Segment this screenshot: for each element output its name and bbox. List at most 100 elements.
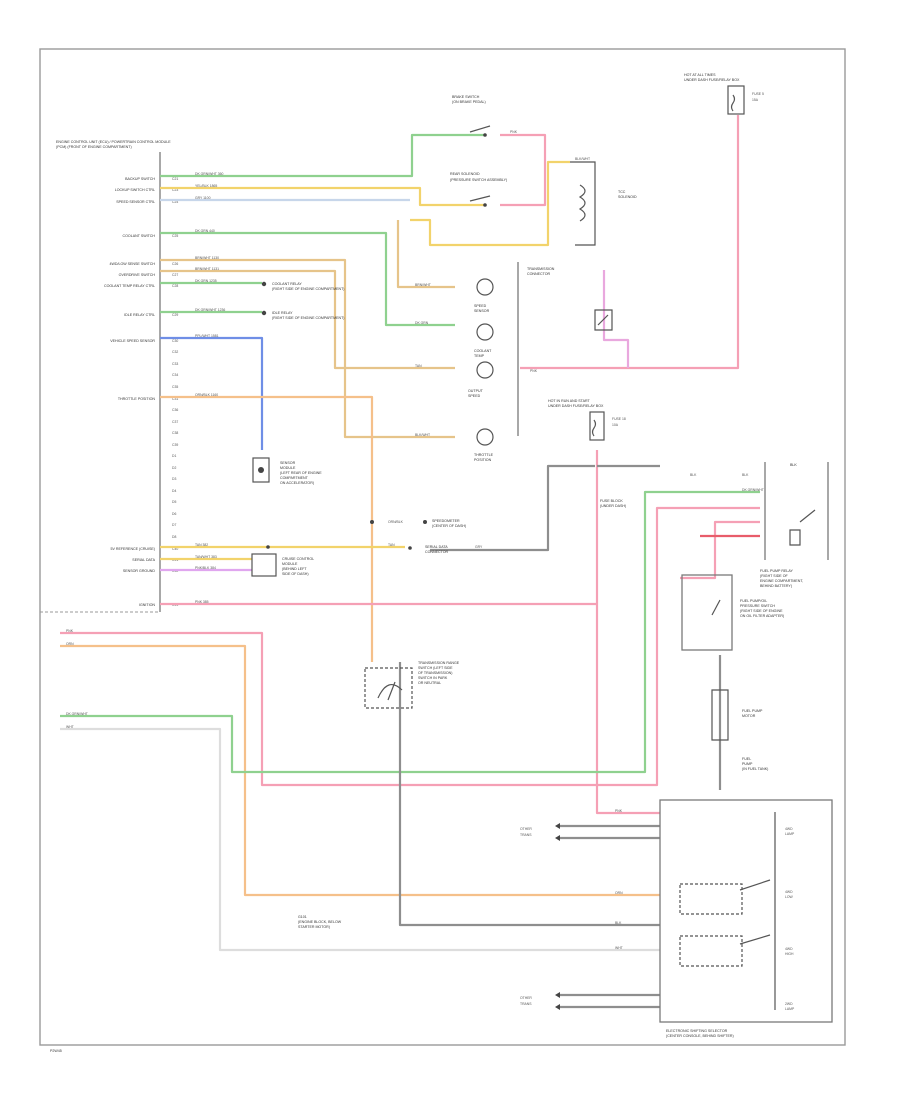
brake-switch-label: BRAKE SWITCH: [452, 95, 480, 99]
pcm-blank-pin: C37: [172, 420, 178, 424]
pcm-pin-label-5v: 5V REFERENCE (CRUISE): [110, 547, 155, 551]
pcm-pin-c30: C30: [172, 339, 178, 343]
wire-label-c26: BRN/WHT 1130: [195, 256, 219, 260]
left-wire-label-dkgrn: DK GRN/WHT: [66, 712, 88, 716]
wire-speed-sensor: [396, 220, 455, 289]
fp-tank-label: FUEL: [742, 757, 751, 761]
coolant-relay-label: COOLANT RELAY: [272, 282, 302, 286]
right-label-2wd-lamp: 2WD: [785, 1002, 793, 1006]
fuse-block-2-label-2: (RIGHT SIDE OF: [760, 574, 788, 578]
wire-pnk-fuse-top: [520, 115, 740, 370]
pcm-pin-label-backup: BACKUP SWITCH: [125, 177, 155, 181]
wire-label-pnk: PNK: [530, 369, 538, 373]
wire-label-c41: TAN/WHT 383: [195, 555, 217, 559]
wire-4wd: [160, 258, 455, 439]
fuse-mid-amps: 10A: [612, 423, 619, 427]
wire-label-pnk-bottom: PNK: [615, 809, 623, 813]
fuse-top-line-1: HOT AT ALL TIMES: [684, 73, 716, 77]
pcm-pin-c29: C29: [172, 313, 178, 317]
pcm-pin-c40: C40: [172, 547, 178, 551]
brake-switch-label-2: (ON BRAKE PEDAL): [452, 100, 486, 104]
page-id: P2W45: [50, 1049, 62, 1053]
fuse-icon: [591, 419, 597, 437]
wire-label-blkwht: BLK/WHT: [415, 433, 430, 437]
relay-wire-blk-2: BLK: [690, 473, 697, 477]
wire-label-blk-bottom: BLK: [615, 921, 622, 925]
trans-conn-label: TRANSMISSION: [527, 267, 555, 271]
wire-label-dkgrn: DK GRN: [415, 321, 429, 325]
sensor-module-box: [252, 457, 270, 483]
wire-label-c27: BRN/WHT 1131: [195, 267, 219, 271]
tcc-wire-label: BLK/WHT: [575, 157, 590, 161]
throttle-sensor-label-2: POSITION: [474, 458, 492, 462]
wire-label-c28: DK GRN 1235: [195, 279, 217, 283]
switch-contact: [469, 195, 491, 202]
relay-wire-dkgrn: DK GRN/WHT: [742, 488, 764, 492]
wire-pnk-top: [500, 133, 547, 207]
range-label-2: SWITCH (LEFT SIDE: [418, 666, 453, 670]
connector-dot: [423, 520, 427, 524]
pcm-blank-pin: D8: [172, 535, 176, 539]
fuse-mid: HOT IN RUN AND START UNDER DASH FUSE/REL…: [548, 399, 626, 441]
idle-relay-label: IDLE RELAY: [272, 311, 293, 315]
sensor-module-label-1: SENSOR: [280, 461, 296, 465]
throttle-sensor-icon: [476, 428, 494, 446]
pcm-pin-label-speed: SPEED SENSOR CTRL: [116, 200, 155, 204]
range-label-5: OR NEUTRAL: [418, 681, 441, 685]
diagram-frame: [39, 48, 846, 1046]
fuse-top: HOT AT ALL TIMES UNDER DASH FUSE/RELAY B…: [684, 73, 764, 115]
connector-dot: [261, 281, 267, 287]
solenoid-coil-icon: [578, 184, 586, 222]
relay-frame: [764, 462, 829, 560]
fuse-top-line-2: UNDER DASH FUSE/RELAY BOX: [684, 78, 740, 82]
pcm-blank-pin: D5: [172, 500, 176, 504]
cruise-label-3: (BEHIND LEFT: [282, 567, 307, 571]
pcm-pin-label-idle: IDLE RELAY CTRL: [124, 313, 155, 317]
connector-dot: [370, 520, 374, 524]
cruise-module-box: [251, 553, 277, 577]
speedometer-label-2: (CENTER OF DASH): [432, 524, 466, 528]
serial-conn-label-2: CONNECTOR: [425, 550, 448, 554]
right-label-4wd-lamp-2: LAMP: [785, 832, 795, 836]
brake-sw-box: [594, 309, 613, 331]
shift-selector-box: [659, 799, 833, 1023]
tcc-brake-switch: BRAKE SWITCH (ON BRAKE PEDAL) REAR SOLEN…: [450, 95, 507, 207]
relay-coil: [789, 529, 801, 546]
fuse-mid-name: FUSE 18: [612, 417, 626, 421]
speed-sensor-1-icon: [476, 278, 494, 296]
pcm-pin-label-ground: SENSOR GROUND: [123, 569, 156, 573]
output-sensor-icon: [476, 361, 494, 379]
pcm-header-line-1: ENGINE CONTROL UNIT (ECU) / POWERTRAIN C…: [56, 140, 171, 144]
pcm-pin-c24: C24: [172, 200, 178, 204]
wire-label-pnk-top: PNK: [510, 130, 518, 134]
wire-pnk-vertical: [595, 450, 660, 815]
wire-label-c24: GRY 1100: [195, 196, 211, 200]
wire-label-c44: PNK 385: [195, 600, 209, 604]
wire-label-c30: PPL/WHT 1581: [195, 334, 219, 338]
range-label-3: OF TRANSMISSION): [418, 671, 452, 675]
selector-label-2: (CENTER CONSOLE, BEHIND SHIFTER): [666, 1034, 734, 1038]
wire-label-c29: DK GRN/WHT 1236: [195, 308, 225, 312]
serial-wire-gry: GRY: [475, 545, 483, 549]
relay-wire-blk: BLK: [742, 473, 749, 477]
wire-left-orn: [60, 644, 660, 897]
wire-serial-gray: [430, 464, 595, 552]
right-label-4wd-high-2: HIGH: [785, 952, 794, 956]
pcm-pin-label-coolant-relay: COOLANT TEMP RELAY CTRL: [104, 284, 155, 288]
wire-coolant-switch: [160, 231, 455, 327]
tcc-label-2: SOLENOID: [618, 195, 637, 199]
pcm-blank-pin: C36: [172, 408, 178, 412]
wire-label-orn-bottom: ORN: [615, 891, 623, 895]
pcm-pin-c26: C26: [172, 262, 178, 266]
transmission-connector: TRANSMISSION CONNECTOR SPEED SENSOR COOL…: [415, 262, 555, 462]
transmission-range-switch: TRANSMISSION RANGE SWITCH (LEFT SIDE OF …: [364, 661, 460, 709]
sensor-module-label-5: ON ACCELERATOR): [280, 481, 314, 485]
serial-conn-label: SERIAL DATA: [425, 545, 448, 549]
rear-solenoid-label-2: (PRESSURE SWITCH ASSEMBLY): [450, 178, 507, 182]
switch-contact: [739, 934, 771, 945]
other-trans-labels: OTHER TRANS OTHER TRANS: [520, 823, 560, 1010]
pcm-blank-pin: D6: [172, 512, 176, 516]
ground-label-1: G101: [298, 915, 307, 919]
connector-dot: [483, 133, 487, 137]
arrow-icon: [555, 823, 560, 829]
